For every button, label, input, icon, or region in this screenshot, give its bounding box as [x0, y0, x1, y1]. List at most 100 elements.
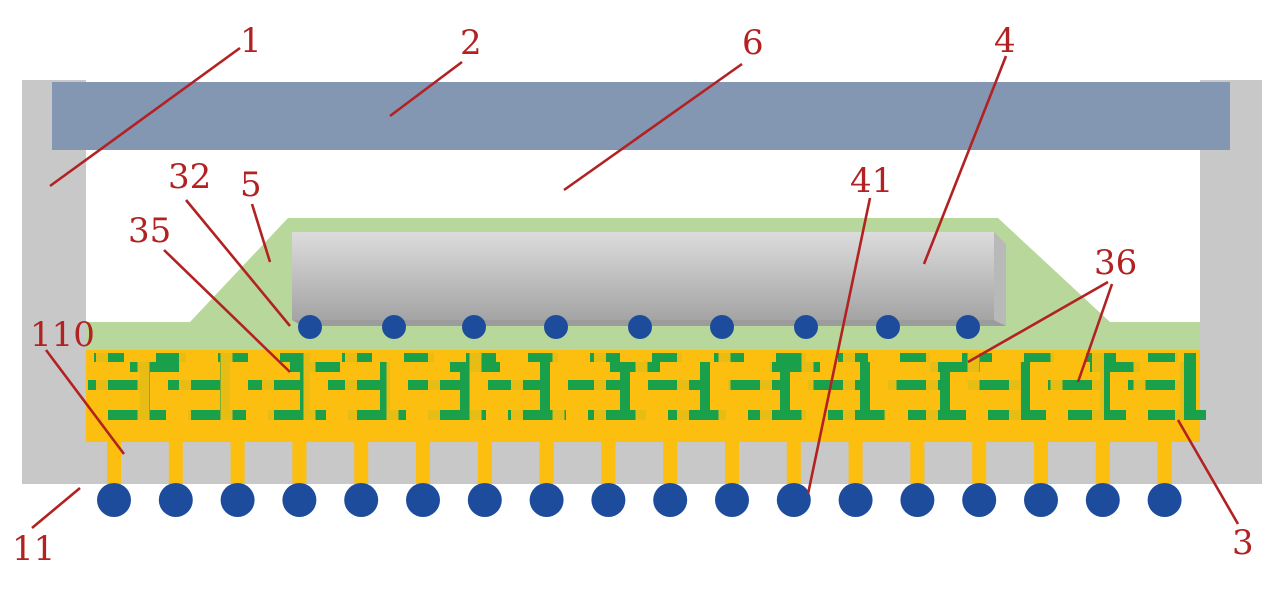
substrate-via — [1092, 350, 1104, 440]
trace-segment — [1100, 362, 1110, 410]
trace-segment — [156, 353, 186, 362]
label-4: 4 — [994, 21, 1016, 61]
substrate-via — [469, 350, 482, 440]
solder-balls — [97, 483, 1182, 517]
trace-segment — [508, 410, 566, 420]
substrate-traces — [88, 350, 1206, 440]
solder-ball — [158, 483, 193, 517]
lid — [52, 82, 1230, 150]
label-1: 1 — [240, 21, 262, 61]
trace-segment — [940, 362, 950, 410]
leader-41 — [806, 197, 872, 495]
chip-bump — [956, 315, 980, 339]
trace-segment — [588, 410, 646, 420]
trace-segment — [108, 410, 166, 420]
substrate-via — [345, 350, 357, 440]
trace-segment — [380, 362, 390, 410]
trace-segment — [280, 353, 310, 362]
substrate-via — [843, 350, 855, 440]
trace-segment — [652, 353, 682, 362]
trace-segment — [94, 353, 124, 362]
label-110: 110 — [30, 315, 95, 355]
chip-side-face — [994, 232, 1006, 326]
substrate-pillar — [1095, 440, 1110, 484]
trace-segment — [900, 353, 930, 362]
substrate-pillar — [972, 440, 987, 484]
substrate-via — [137, 350, 150, 440]
leader-4 — [922, 55, 1008, 265]
substrate-pillar — [725, 440, 739, 484]
trace-segment — [1148, 353, 1178, 362]
label-35: 35 — [128, 211, 171, 251]
substrate-via — [179, 350, 191, 440]
leader-5 — [250, 203, 272, 263]
trace-segment — [808, 380, 868, 390]
leader-36a — [967, 280, 1109, 364]
trace-segment — [776, 353, 806, 362]
leader-3 — [1176, 419, 1240, 525]
solder-ball — [653, 483, 688, 517]
substrate-via — [594, 350, 606, 440]
trace-segment — [728, 380, 788, 390]
substrate-pillar — [1157, 440, 1172, 484]
trace-segment — [218, 353, 248, 362]
solder-ball — [1085, 483, 1120, 517]
trace-segment — [968, 380, 1028, 390]
trace-segment — [1184, 353, 1196, 420]
leader-2 — [389, 60, 463, 118]
substrate-via — [262, 350, 274, 440]
trace-segment — [610, 362, 660, 372]
chip — [292, 232, 1006, 326]
substrate-pillar — [539, 440, 554, 484]
solder-ball — [715, 483, 749, 517]
trace-segment — [770, 362, 820, 372]
substrate-pillar — [168, 440, 183, 484]
substrate-via — [220, 350, 233, 440]
chip-bump — [544, 315, 568, 339]
leader-1 — [49, 46, 241, 188]
substrate-via — [96, 350, 108, 440]
label-36: 36 — [1094, 243, 1137, 283]
solder-ball — [776, 483, 811, 517]
trace-segment — [1020, 362, 1030, 410]
solder-ball — [344, 483, 379, 517]
chip-bumps — [298, 315, 980, 339]
label-2: 2 — [460, 23, 482, 63]
substrate-pillar — [848, 440, 863, 484]
solder-ball — [962, 483, 997, 517]
chip-bump — [710, 315, 734, 339]
substrate-via — [926, 350, 938, 440]
substrate-via — [635, 350, 648, 440]
substrate-pillar — [354, 440, 369, 484]
substrate-pillar — [107, 440, 121, 484]
substrate-via — [386, 350, 399, 440]
substrate — [86, 350, 1206, 484]
chip-body — [292, 232, 994, 320]
solder-ball — [282, 483, 317, 517]
substrate-pillar — [1034, 440, 1048, 484]
leader-6 — [563, 62, 743, 192]
trace-segment — [460, 362, 470, 410]
solder-ball — [529, 483, 564, 517]
trace-segment — [668, 410, 726, 420]
trace-segment — [1128, 380, 1188, 390]
trace-segment — [328, 380, 388, 390]
trace-segment — [168, 380, 228, 390]
trace-segment — [268, 410, 326, 420]
substrate-pillar — [416, 440, 430, 484]
label-6: 6 — [742, 23, 764, 63]
substrate-pillar — [477, 440, 492, 484]
trace-segment — [620, 362, 630, 410]
solder-ball — [406, 483, 440, 517]
substrate-via — [884, 350, 897, 440]
trace-segment — [188, 410, 246, 420]
substrate-via — [718, 350, 731, 440]
chip-bump — [298, 315, 322, 339]
chip-bump — [628, 315, 652, 339]
solder-ball — [220, 483, 255, 517]
leader-11 — [31, 487, 81, 529]
label-11: 11 — [12, 529, 55, 569]
substrate-via — [801, 350, 814, 440]
leader-35 — [163, 249, 291, 373]
